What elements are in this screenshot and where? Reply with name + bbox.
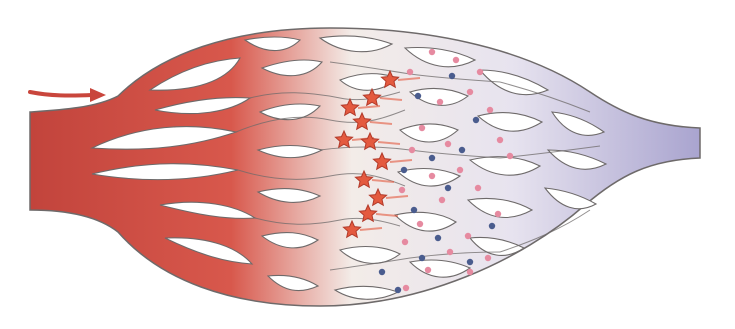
pink-particle-icon xyxy=(487,107,493,113)
pink-particle-icon xyxy=(467,89,473,95)
pink-particle-icon xyxy=(497,137,503,143)
blue-particle-icon xyxy=(473,117,479,123)
pink-particle-icon xyxy=(495,211,501,217)
pink-particle-icon xyxy=(445,141,451,147)
blue-particle-icon xyxy=(445,185,451,191)
blue-particle-icon xyxy=(419,255,425,261)
pink-particle-icon xyxy=(399,187,405,193)
pink-particle-icon xyxy=(437,99,443,105)
pink-particle-icon xyxy=(453,57,459,63)
blue-particle-icon xyxy=(435,235,441,241)
pink-particle-icon xyxy=(425,267,431,273)
pink-particle-icon xyxy=(429,49,435,55)
pink-particle-icon xyxy=(429,173,435,179)
pink-particle-icon xyxy=(439,197,445,203)
pink-particle-icon xyxy=(477,69,483,75)
pink-particle-icon xyxy=(467,269,473,275)
pink-particle-icon xyxy=(407,69,413,75)
blue-particle-icon xyxy=(429,155,435,161)
blue-particle-icon xyxy=(459,147,465,153)
pink-particle-icon xyxy=(447,249,453,255)
blue-particle-icon xyxy=(489,223,495,229)
blue-particle-icon xyxy=(401,167,407,173)
blue-particle-icon xyxy=(411,207,417,213)
pink-particle-icon xyxy=(419,125,425,131)
pink-particle-icon xyxy=(403,285,409,291)
pink-particle-icon xyxy=(402,239,408,245)
blue-particle-icon xyxy=(395,287,401,293)
pink-particle-icon xyxy=(417,221,423,227)
pink-particle-icon xyxy=(465,233,471,239)
pink-particle-icon xyxy=(485,255,491,261)
pink-particle-icon xyxy=(409,147,415,153)
pink-particle-icon xyxy=(507,153,513,159)
blue-particle-icon xyxy=(467,259,473,265)
pink-particle-icon xyxy=(457,167,463,173)
blue-particle-icon xyxy=(379,269,385,275)
blue-particle-icon xyxy=(449,73,455,79)
pink-particle-icon xyxy=(475,185,481,191)
blue-particle-icon xyxy=(415,93,421,99)
right-arrow-icon xyxy=(30,88,106,102)
